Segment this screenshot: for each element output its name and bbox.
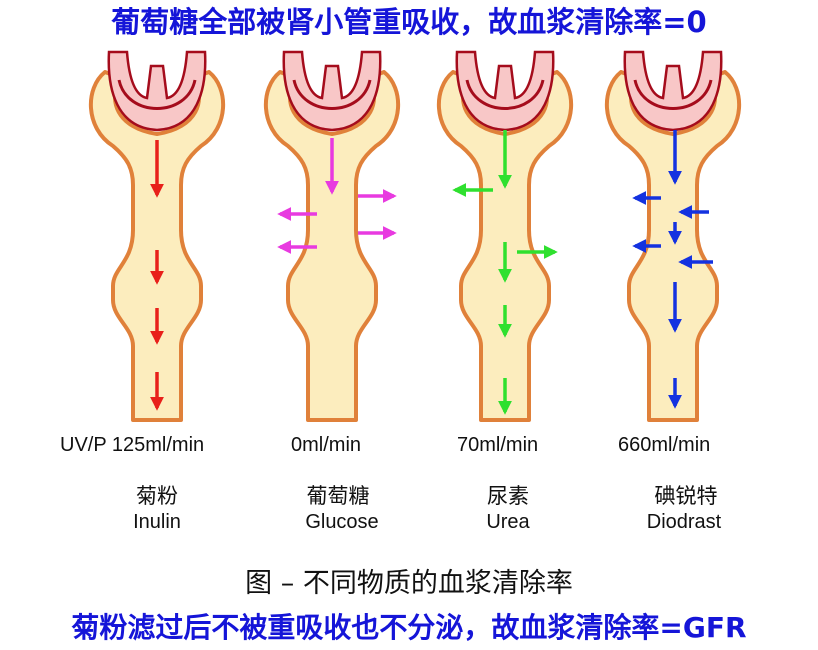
substance-name-en-urea: Urea (486, 511, 530, 533)
substance-name-cn-glucose: 葡萄糖 (306, 484, 370, 508)
glomerulus-glucose (282, 50, 382, 132)
substance-name-cn-inulin: 菊粉 (136, 484, 178, 508)
bottom-caption: 菊粉滤过后不被重吸收也不分泌，故血浆清除率=GFR (71, 611, 747, 644)
tubule-inulin (89, 70, 225, 422)
clearance-rate-glucose: 0ml/min (291, 434, 362, 456)
clearance-rate-diodrast: 660ml/min (618, 434, 711, 456)
substance-name-en-inulin: Inulin (133, 511, 181, 533)
substance-name-cn-urea: 尿素 (487, 484, 529, 508)
glomerulus-diodrast (623, 50, 723, 132)
nephron-glucose (264, 50, 400, 422)
glomerulus-inner-arc-urea (465, 79, 545, 110)
figure-title: 图 – 不同物质的血浆清除率 (245, 568, 573, 599)
substance-name-en-glucose: Glucose (305, 511, 379, 533)
glomerulus-inner-arc-glucose (292, 79, 372, 110)
tubule-diodrast (605, 70, 741, 422)
nephron-urea (437, 50, 573, 422)
clearance-rate-urea: 70ml/min (457, 434, 539, 456)
glomerulus-inner-arc-diodrast (633, 79, 713, 110)
tubule-glucose (264, 70, 400, 422)
top-caption: 葡萄糖全部被肾小管重吸收，故血浆清除率=0 (111, 5, 707, 39)
substance-name-cn-diodrast: 碘锐特 (654, 484, 718, 508)
substance-name-en-diodrast: Diodrast (646, 511, 722, 533)
glomerulus-inner-arc-inulin (117, 79, 197, 110)
nephron-diodrast (605, 50, 741, 422)
clearance-rate-inulin: UV/P 125ml/min (60, 434, 205, 456)
glomerulus-inulin (107, 50, 207, 132)
nephron-inulin (89, 50, 225, 422)
glomerulus-urea (455, 50, 555, 132)
